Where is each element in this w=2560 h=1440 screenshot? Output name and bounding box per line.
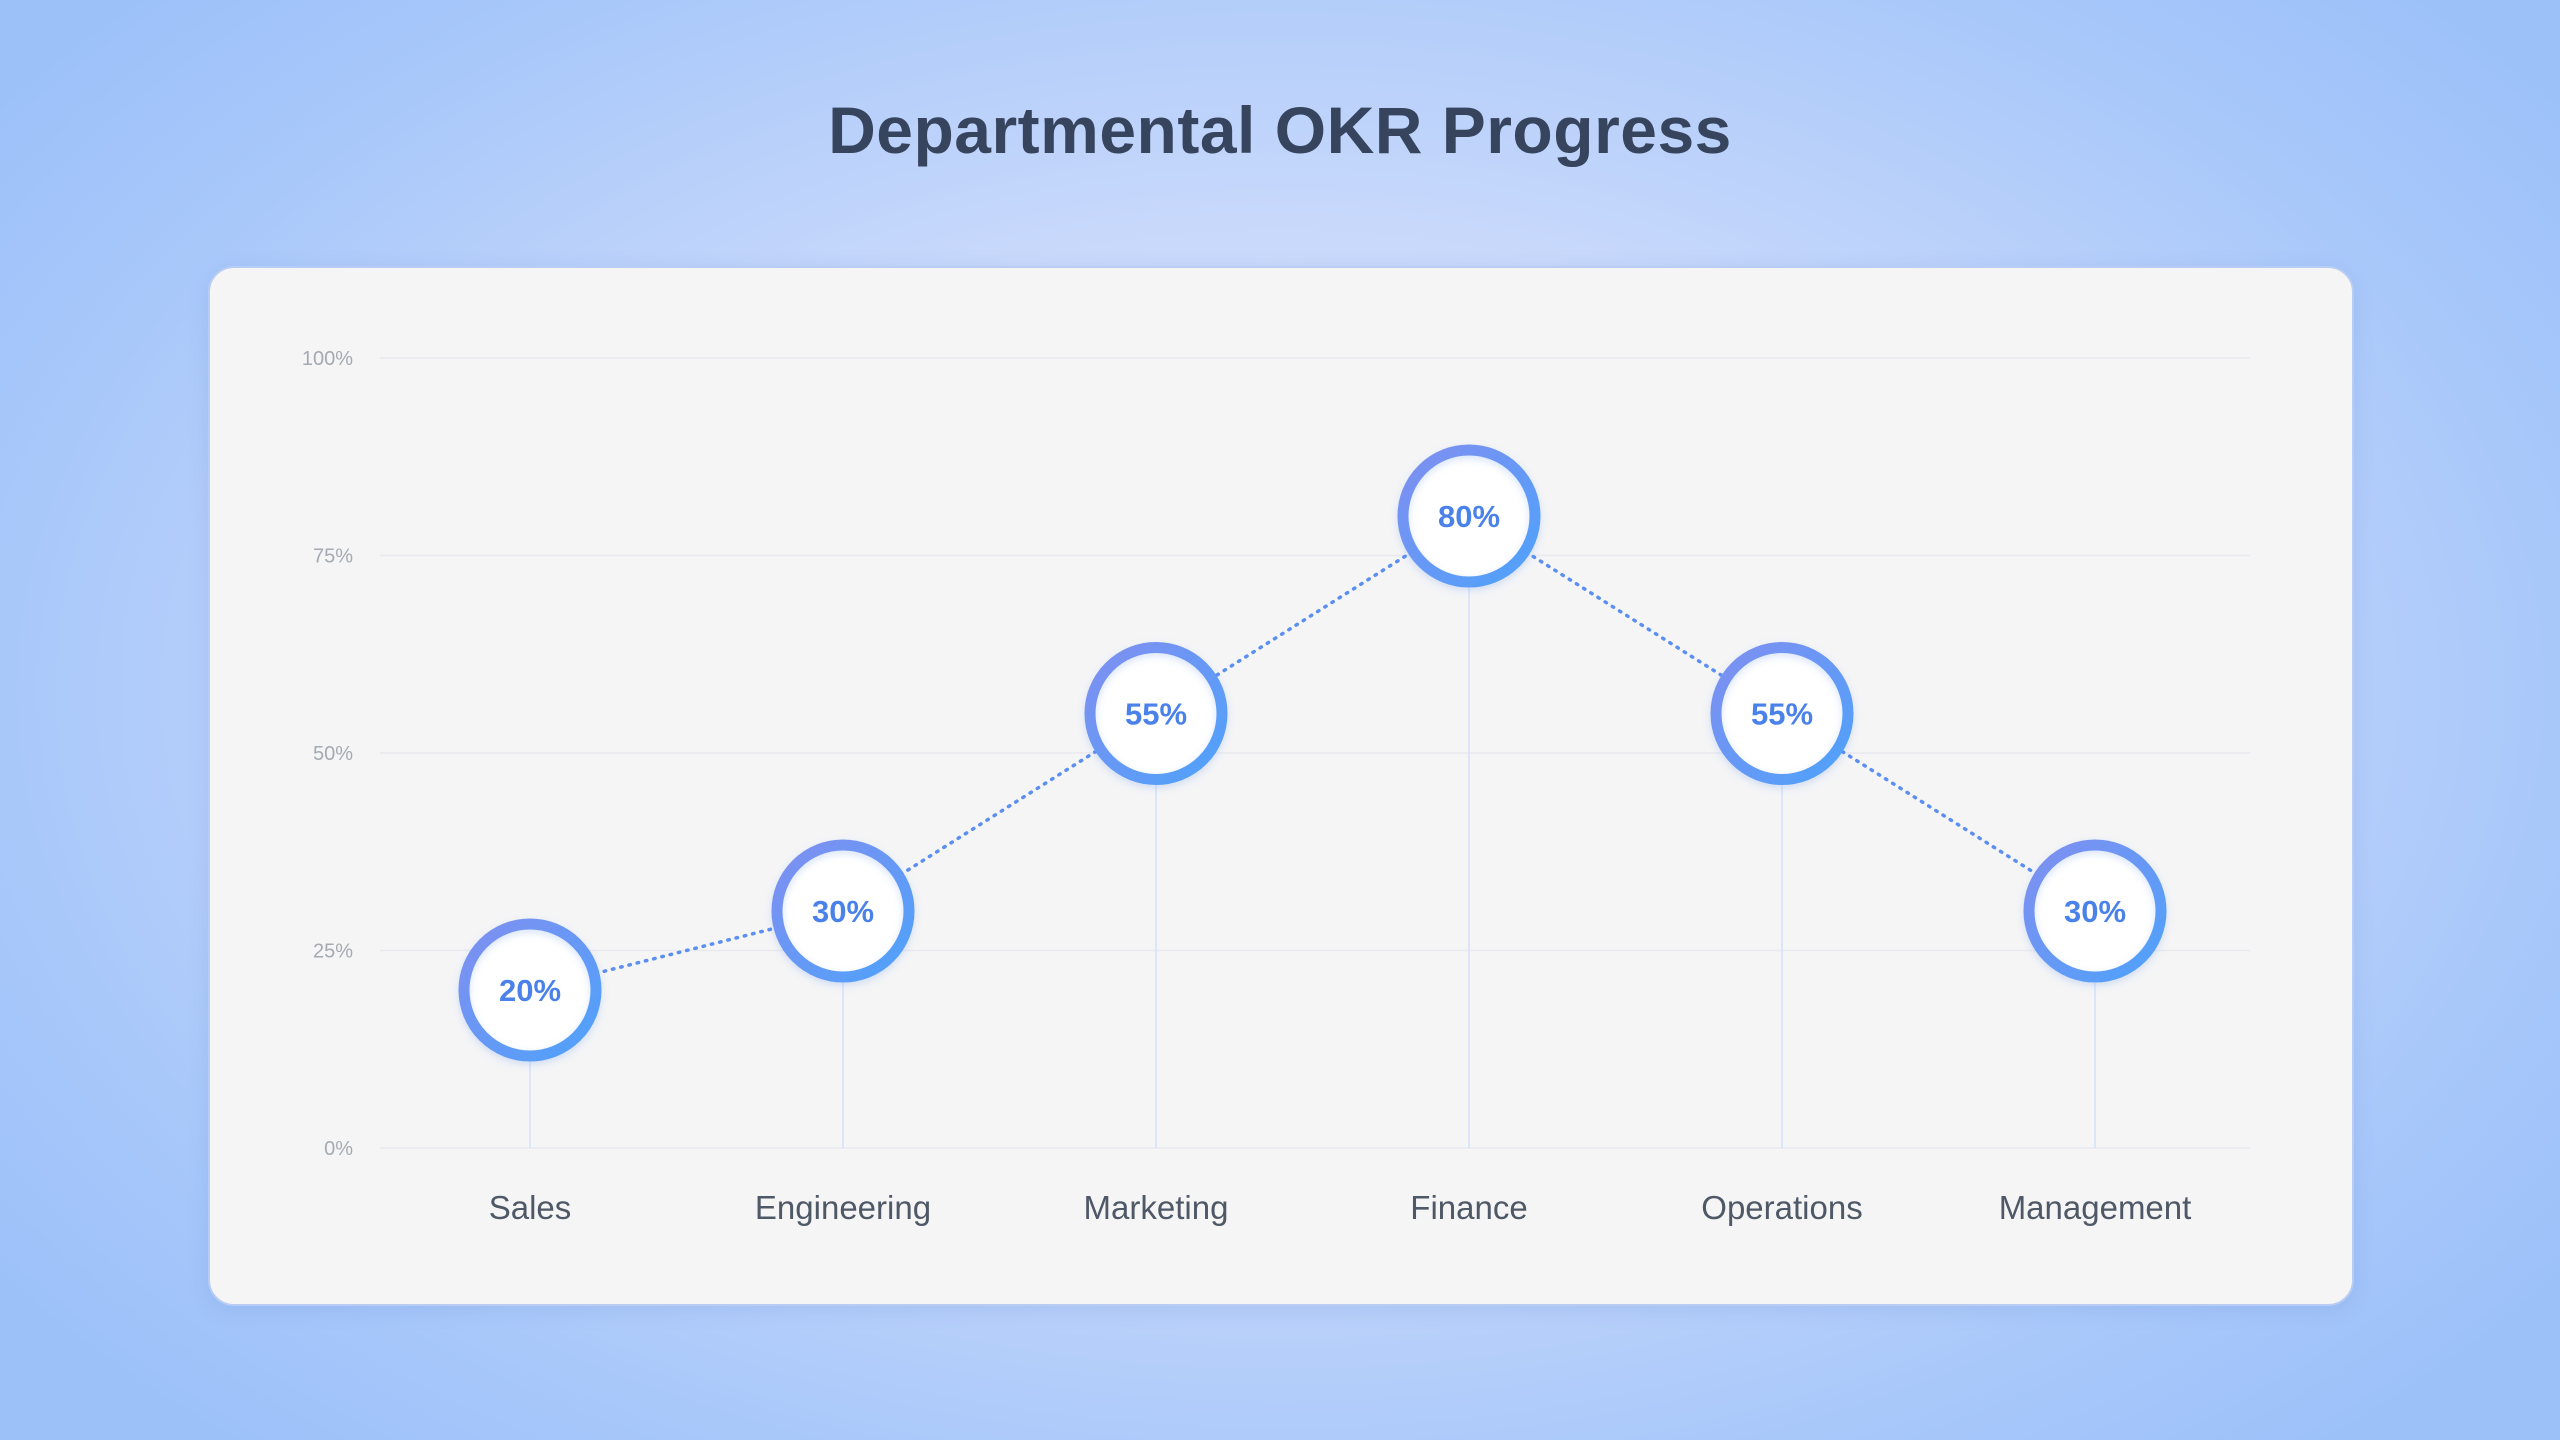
okr-line-chart: 0% 25% 50% 75% 100% 20% 30% 55% 80% 55% 30% Sales… [302, 348, 2250, 1226]
x-axis-labels: Sales Engineering Marketing Finance Operatio… [489, 1189, 2192, 1226]
marker-ring [1397, 444, 1541, 588]
data-label: 55% [1125, 697, 1187, 732]
y-tick-label: 75% [313, 546, 353, 568]
y-tick-label: 0% [324, 1138, 353, 1160]
data-label: 30% [2064, 894, 2126, 929]
page-title: Departmental OKR Progress [828, 93, 1732, 167]
data-point-marketing: 55% [1084, 642, 1228, 785]
marker-ring [1710, 642, 1854, 785]
x-tick-label: Marketing [1084, 1189, 1229, 1226]
x-tick-label: Operations [1701, 1189, 1862, 1226]
x-tick-label: Engineering [755, 1189, 931, 1226]
marker-fill [779, 847, 907, 975]
x-tick-label: Sales [489, 1189, 572, 1226]
data-point-sales: 20% [458, 918, 602, 1062]
x-tick-label: Management [1999, 1189, 2192, 1226]
grid-layer: 0% 25% 50% 75% 100% [302, 348, 2250, 1160]
marker-fill [2031, 847, 2159, 975]
marker-fill [1092, 649, 1220, 778]
y-tick-label: 25% [313, 941, 353, 963]
chart-card: 0% 25% 50% 75% 100% 20% 30% 55% 80% 55% 30% Sales… [208, 266, 2354, 1306]
marker-fill [1718, 649, 1846, 778]
data-point-management: 30% [2023, 839, 2167, 983]
marker-ring [2023, 839, 2167, 983]
marker-ring [771, 839, 915, 983]
y-tick-label: 100% [302, 348, 353, 370]
marker-fill [1405, 452, 1533, 580]
data-label: 80% [1438, 499, 1500, 534]
data-point-operations: 55% [1710, 642, 1854, 785]
marker-ring [1084, 642, 1228, 785]
data-label: 30% [812, 894, 874, 929]
drop-lines-layer [529, 588, 2096, 1148]
x-tick-label: Finance [1410, 1189, 1527, 1226]
data-label: 20% [499, 973, 561, 1008]
y-tick-label: 50% [313, 743, 353, 765]
markers-layer: 20% 30% 55% 80% 55% 30% [458, 444, 2167, 1062]
data-point-engineering: 30% [771, 839, 915, 983]
data-label: 55% [1751, 697, 1813, 732]
data-point-finance: 80% [1397, 444, 1541, 588]
marker-fill [466, 926, 594, 1054]
marker-ring [458, 918, 602, 1062]
